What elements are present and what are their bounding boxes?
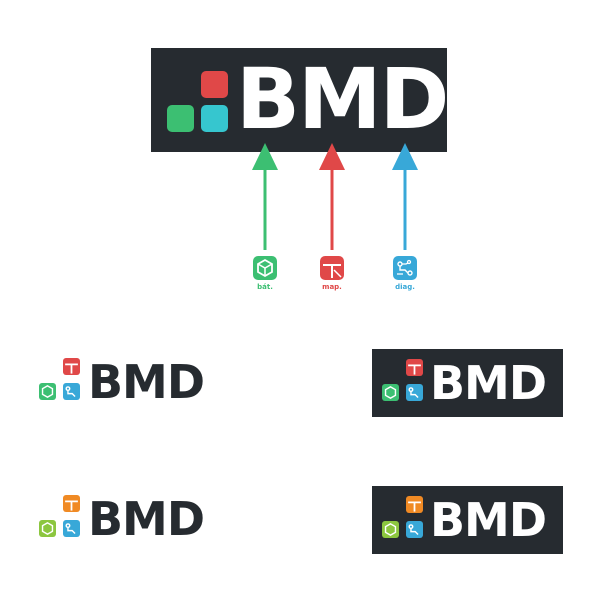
module-arrows [252,143,418,250]
hexagon-box-icon [253,256,277,280]
variant-logo-text: BMD [430,493,547,547]
variant-logo-text: BMD [88,492,205,546]
logo-square-red [201,71,228,98]
arrow-green [252,143,278,250]
hero-logo-background [151,48,447,152]
logo-variant-dark-standard: BMD [372,349,563,417]
mini-icon-lime [382,521,399,538]
mini-icon-green [39,383,56,400]
module-label-map: map. [322,283,342,291]
mini-icon-lime [39,520,56,537]
logo-square-green [167,105,194,132]
mini-icon-orange [63,495,80,512]
logo-square-cyan [201,105,228,132]
logo-variant-light-standard: BMD [36,358,226,408]
mini-icon-green [382,384,399,401]
logo-variant-light-alternate: BMD [36,495,226,545]
mini-icon-red [63,358,80,375]
mini-icon-red [406,359,423,376]
mini-icon-blue [63,520,80,537]
map-split-icon [320,256,344,280]
mini-icon-blue [406,384,423,401]
arrow-blue [392,143,418,250]
module-label-bat: bát. [257,283,273,291]
variant-logo-text: BMD [88,355,205,409]
hero-logo-text: BMD [236,50,449,148]
arrow-red [319,143,345,250]
variant-logo-text: BMD [430,356,547,410]
mini-icon-blue [63,383,80,400]
mini-icon-orange [406,496,423,513]
circuit-icon [393,256,417,280]
module-label-diag: diag. [395,283,415,291]
logo-variant-dark-alternate: BMD [372,486,563,554]
mini-icon-blue [406,521,423,538]
